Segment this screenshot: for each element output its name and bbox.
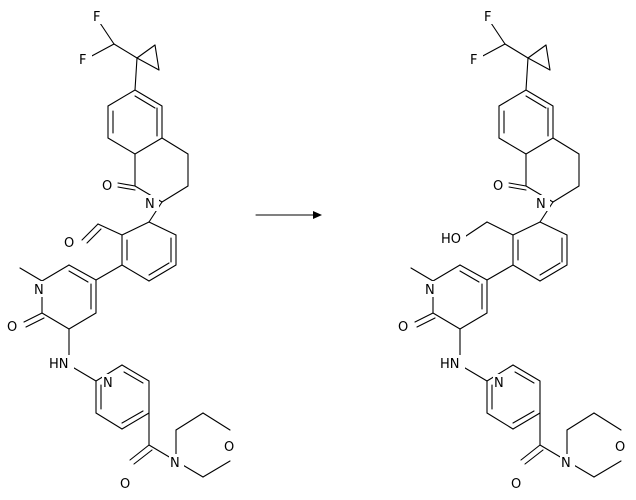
product-molecule: F F O N HO N O HN N O N O <box>397 8 629 492</box>
reaction-arrow <box>256 211 322 219</box>
product-atom-f1: F <box>484 10 491 25</box>
reactant-molecule: F F O N O N O HN N O N O <box>6 8 238 492</box>
reactant-difluorocyclopropyl-group <box>88 23 159 90</box>
reactant-atom-f1: F <box>93 10 100 25</box>
product-atom-n-morpholine: N <box>561 456 571 471</box>
reactant-atom-n-morpholine: N <box>170 456 180 471</box>
reactant-atom-n-pyridine: N <box>103 376 113 391</box>
reactant-morpholine-ring <box>176 413 230 477</box>
arrow-head-icon <box>313 211 322 219</box>
product-atom-f2: F <box>470 53 477 68</box>
product-atom-ho: HO <box>441 232 461 247</box>
reactant-atom-o-pyridone: O <box>7 320 17 335</box>
product-atom-nh: HN <box>440 357 460 372</box>
product-morpholine-ring <box>567 413 621 477</box>
product-difluorocyclopropyl-group <box>479 23 550 90</box>
product-atom-n-lactam: N <box>536 197 546 212</box>
product-atom-o-amide: O <box>511 477 521 492</box>
product-central-benzene <box>466 202 567 281</box>
product-atom-o-carbonyl: O <box>493 179 503 194</box>
reactant-isoquinolinone-ring <box>108 90 188 202</box>
reactant-atom-o-morpholine: O <box>224 440 234 455</box>
product-atom-n-methyl: N <box>425 283 435 298</box>
reactant-atom-nh: HN <box>49 357 69 372</box>
reactant-atom-f2: F <box>79 53 86 68</box>
reactant-central-benzene <box>82 202 176 281</box>
reactant-atom-n-lactam: N <box>145 197 155 212</box>
reactant-atom-n-methyl: N <box>34 283 44 298</box>
reactant-atom-o-aldehyde: O <box>64 236 74 251</box>
reactant-atom-o-carbonyl: O <box>102 179 112 194</box>
product-isoquinolinone-ring <box>499 90 579 202</box>
product-atom-o-pyridone: O <box>398 320 408 335</box>
reactant-atom-o-amide: O <box>120 477 130 492</box>
product-atom-n-pyridine: N <box>494 376 504 391</box>
product-atom-o-morpholine: O <box>615 440 625 455</box>
